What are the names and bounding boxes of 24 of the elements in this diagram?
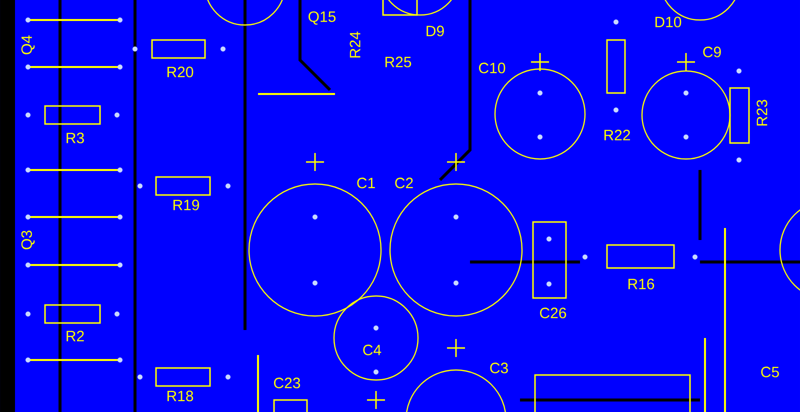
designator-label: C23 bbox=[274, 378, 300, 388]
designator-label: D9 bbox=[426, 26, 444, 36]
designator-label: R19 bbox=[173, 200, 200, 210]
designator-label: R24 bbox=[350, 32, 360, 58]
designator-label: D10 bbox=[655, 16, 682, 28]
designator-label: C3 bbox=[490, 362, 508, 374]
designator-label: C10 bbox=[479, 62, 506, 74]
designator-label: C2 bbox=[395, 178, 413, 188]
designator-label: R16 bbox=[628, 278, 654, 290]
designator-label: R22 bbox=[604, 130, 630, 140]
designator-label: C4 bbox=[363, 344, 382, 356]
designator-label: Q4 bbox=[21, 35, 35, 54]
designator-label: R25 bbox=[385, 56, 412, 68]
designator-label: C1 bbox=[357, 178, 375, 188]
designator-label: Q15 bbox=[308, 11, 336, 25]
designator-label: R20 bbox=[167, 66, 194, 78]
designator-label: R23 bbox=[756, 100, 768, 126]
designator-label: Q3 bbox=[21, 230, 35, 250]
designator-label: C9 bbox=[703, 46, 721, 58]
designator-label: C5 bbox=[761, 366, 779, 378]
designator-label: C26 bbox=[540, 308, 566, 318]
designator-label: R3 bbox=[66, 132, 84, 144]
designator-label: R18 bbox=[167, 390, 194, 402]
designator-label: R2 bbox=[66, 330, 84, 342]
